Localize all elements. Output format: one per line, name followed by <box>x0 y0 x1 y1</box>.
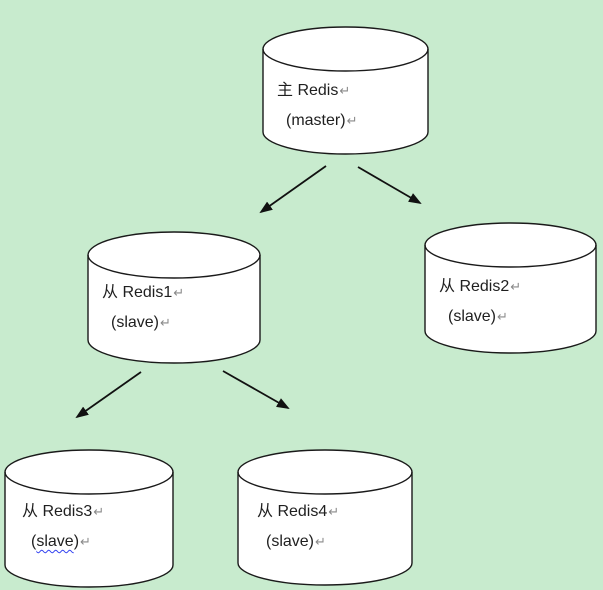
label-redis1-name: 从 Redis1 <box>102 284 173 301</box>
return-mark-icon: ↵ <box>339 83 351 98</box>
label-redis1-line2: (slave)↵ <box>111 308 184 338</box>
cylinder-redis3 <box>4 449 174 588</box>
return-mark-icon: ↵ <box>346 113 358 128</box>
return-mark-icon: ↵ <box>173 285 185 300</box>
label-redis2-line2: (slave)↵ <box>448 302 521 332</box>
arrow-master-to-redis1 <box>259 165 327 214</box>
label-redis4-line1: 从 Redis4↵ <box>257 497 339 527</box>
label-redis1-role: (slave) <box>111 314 160 331</box>
arrow-master-to-redis2 <box>357 166 422 205</box>
return-mark-icon: ↵ <box>315 534 326 549</box>
label-redis2-name: 从 Redis2 <box>439 278 510 295</box>
return-mark-icon: ↵ <box>497 309 508 324</box>
label-master-line2: (master)↵ <box>286 106 357 136</box>
label-redis2-role: (slave) <box>448 308 497 325</box>
cylinder-redis2 <box>424 222 597 354</box>
return-mark-icon: ↵ <box>93 504 105 519</box>
return-mark-icon: ↵ <box>160 315 171 330</box>
label-redis3-line1: 从 Redis3↵ <box>22 497 104 527</box>
cylinder-master <box>262 26 429 155</box>
label-master-line1: 主 Redis↵ <box>277 76 357 106</box>
label-redis4-role: (slave) <box>266 533 315 550</box>
label-redis3-paren-close: ) <box>73 533 80 550</box>
label-redis4: 从 Redis4↵ (slave)↵ <box>257 497 339 557</box>
label-redis1: 从 Redis1↵ (slave)↵ <box>102 278 184 338</box>
label-master-role: (master) <box>286 112 346 129</box>
label-redis4-line2: (slave)↵ <box>266 527 339 557</box>
label-master-name: 主 Redis <box>277 82 339 99</box>
cylinder-redis1 <box>87 231 261 364</box>
label-redis2-line1: 从 Redis2↵ <box>439 272 521 302</box>
return-mark-icon: ↵ <box>510 279 522 294</box>
return-mark-icon: ↵ <box>328 504 340 519</box>
arrow-redis1-to-redis4 <box>222 370 290 409</box>
cylinder-redis4 <box>237 449 413 586</box>
label-redis2: 从 Redis2↵ (slave)↵ <box>439 272 521 332</box>
label-redis1-line1: 从 Redis1↵ <box>102 278 184 308</box>
label-redis3-paren-open: ( <box>31 533 37 550</box>
label-redis3-line2: (slave)↵ <box>31 527 104 557</box>
label-redis3-name: 从 Redis3 <box>22 503 93 520</box>
return-mark-icon: ↵ <box>80 534 91 549</box>
label-redis3: 从 Redis3↵ (slave)↵ <box>22 497 104 557</box>
label-redis4-name: 从 Redis4 <box>257 503 328 520</box>
label-redis3-role-misspelled: slave <box>36 533 74 550</box>
arrow-redis1-to-redis3 <box>75 371 142 419</box>
label-master: 主 Redis↵ (master)↵ <box>277 76 357 136</box>
